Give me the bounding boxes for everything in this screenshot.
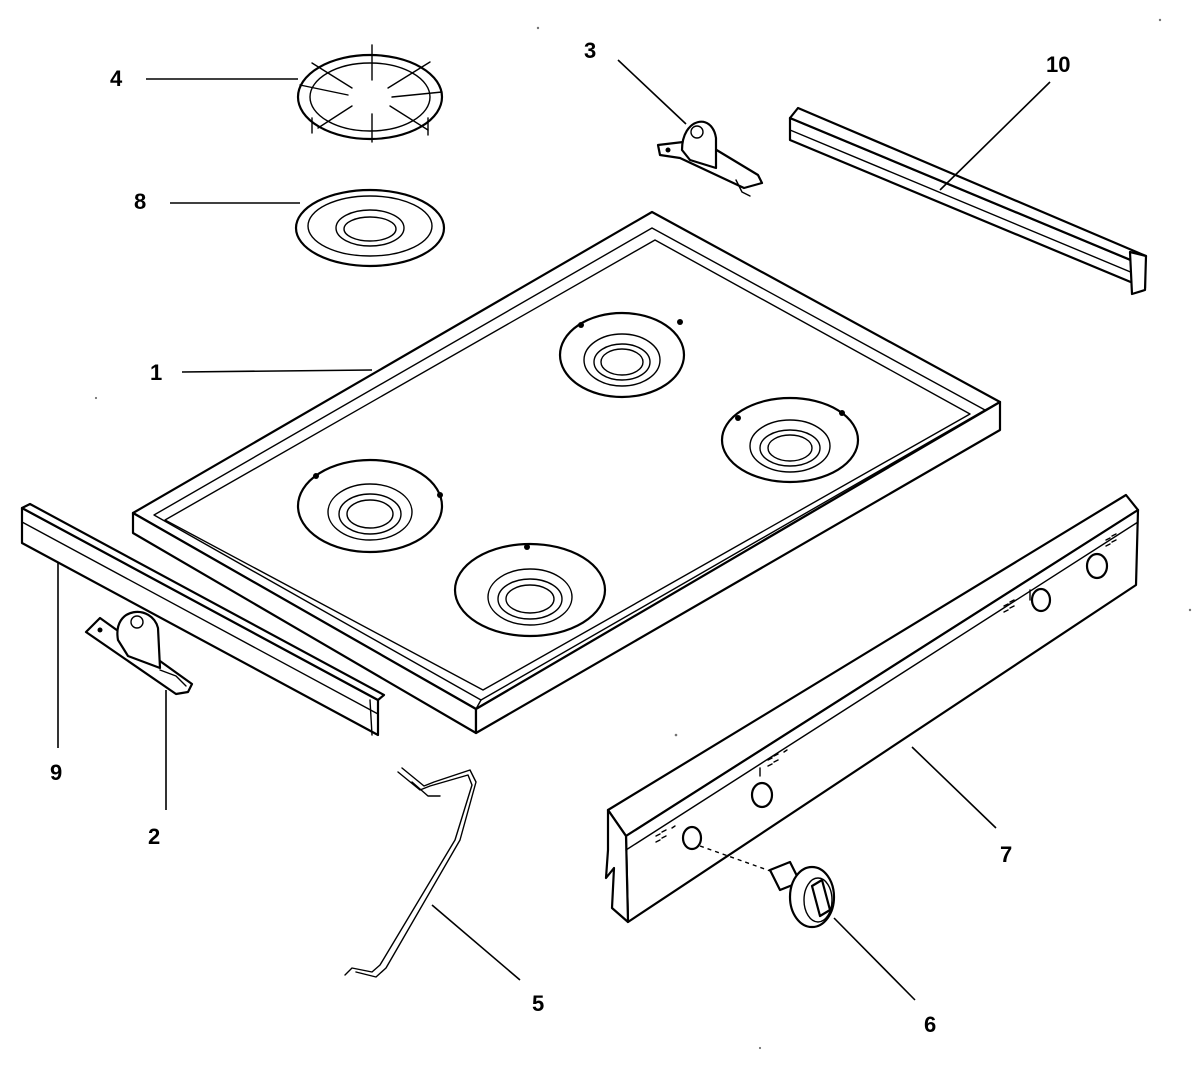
callout-10: 10: [1046, 52, 1070, 77]
leader-10: [939, 81, 1051, 191]
control-panel-part-7: [604, 493, 1140, 924]
cooktop-part-1: [131, 210, 1002, 735]
callout-numbers: 1 2 3 4 5 6 7 8 9 10: [50, 38, 1070, 1037]
cooktop-burner-right: [720, 396, 860, 484]
knob-hole-4: [1085, 552, 1109, 580]
knob-hole-2: [750, 781, 774, 809]
leader-3: [617, 59, 687, 125]
leader-1: [181, 369, 373, 373]
leader-5: [431, 904, 521, 981]
leader-lines: [57, 59, 1051, 1001]
hinge-bracket-part-3: [656, 120, 764, 197]
side-trim-part-9: [20, 502, 386, 737]
knob-hole-1: [681, 825, 703, 851]
cooktop-burner-back: [558, 311, 686, 399]
cooktop-burner-front: [453, 542, 607, 638]
wire-rod-part-5: [344, 767, 477, 978]
burner-grate-part-4: [296, 44, 444, 143]
callout-7: 7: [1000, 842, 1012, 867]
callout-5: 5: [532, 991, 544, 1016]
callout-9: 9: [50, 760, 62, 785]
callout-6: 6: [924, 1012, 936, 1037]
leader-6: [833, 917, 916, 1001]
callout-1: 1: [150, 360, 162, 385]
knob-hole-3: [1030, 587, 1052, 613]
rear-trim-part-10: [788, 106, 1148, 296]
cooktop-burner-left: [296, 458, 444, 554]
drip-bowl-part-8: [294, 188, 446, 268]
callout-8: 8: [134, 189, 146, 214]
control-knob-part-6: [699, 845, 836, 929]
callout-3: 3: [584, 38, 596, 63]
callout-2: 2: [148, 824, 160, 849]
hinge-bracket-part-2: [84, 610, 194, 696]
scan-specks: [94, 18, 1192, 1050]
leader-7: [911, 746, 997, 829]
callout-4: 4: [110, 66, 123, 91]
